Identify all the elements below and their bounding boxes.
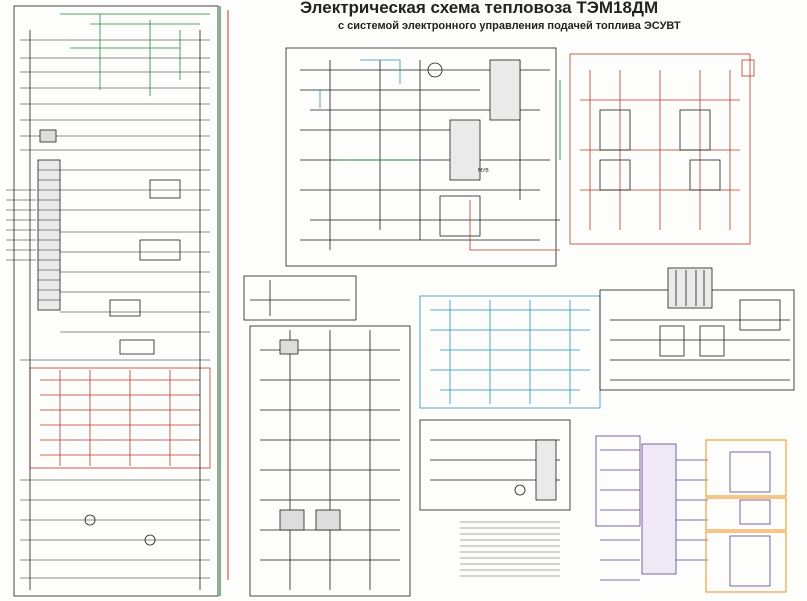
poster-title: Электрическая схема тепловоза ТЭМ18ДМ	[300, 0, 659, 17]
diesel-control-circuit	[569, 53, 755, 245]
myb-label: МУВ	[478, 168, 489, 174]
cooling-control-circuit	[419, 295, 601, 577]
poster-subtitle: с системой электронного управления подач…	[338, 20, 681, 32]
relay-panel-circuit	[599, 267, 795, 391]
left-control-circuit	[6, 5, 229, 597]
auxiliary-circuit-left	[243, 275, 411, 597]
esuvt-block-diagram	[595, 435, 787, 593]
fuel-control-circuit	[285, 47, 561, 267]
